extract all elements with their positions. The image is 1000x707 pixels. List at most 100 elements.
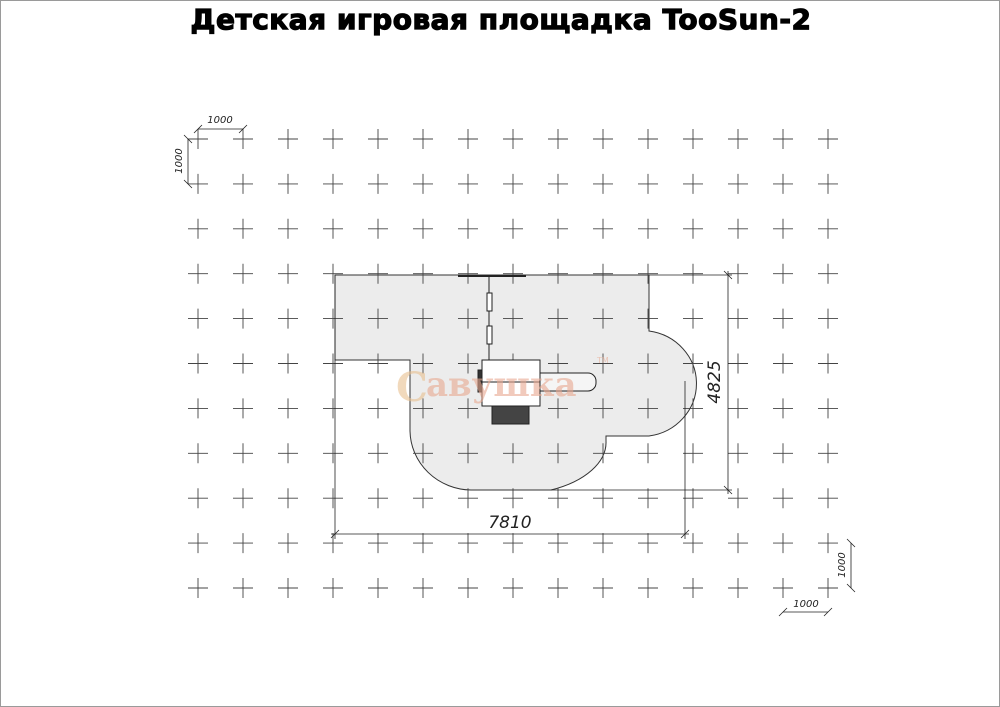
grid-cross [503,308,523,329]
grid-cross [728,488,748,509]
grid-cross [773,578,793,598]
grid-cross [413,129,433,149]
grid-cross [368,129,388,149]
grid-cross [593,173,613,194]
grid-cross [188,308,208,329]
grid-cross [593,308,613,329]
grid-cross [188,488,208,509]
ladder [491,405,530,425]
swing-seat [486,292,493,312]
grid-cross [683,398,703,419]
grid-cross [188,398,208,419]
watermark-tm: TM [596,356,609,365]
grid-cross [503,173,523,194]
grid-cross [818,488,838,509]
grid-cross [458,218,478,239]
grid-cross [188,173,208,194]
swing-seat [486,325,493,345]
tower [481,359,541,407]
grid-cross [323,443,343,464]
grid-cross [368,578,388,598]
grid-cross [233,533,253,554]
grid-cross [728,578,748,598]
grid-cross [413,488,433,509]
grid-cross [638,578,658,598]
grid-cross [548,308,568,329]
grid-cross [773,533,793,554]
grid-cross [233,129,253,149]
grid-cross [593,488,613,509]
grid-cross [233,308,253,329]
grid-cross [278,263,298,284]
grid-cross [683,443,703,464]
grid-cross [818,578,838,598]
grid-cross [773,218,793,239]
grid-cross [683,173,703,194]
scale-label-vertical: 1000 [174,148,185,173]
grid-cross [458,129,478,149]
grid-cross [368,308,388,329]
grid-cross [503,443,523,464]
grid-cross [413,218,433,239]
scale-label-horizontal: 1000 [207,115,232,126]
grid-cross [233,443,253,464]
scale-label-horizontal: 1000 [793,599,818,610]
grid-cross [188,218,208,239]
watermark-text: авушка [426,365,577,405]
grid-cross [413,398,433,419]
grid-cross [683,308,703,329]
grid-cross [728,218,748,239]
grid-cross [413,578,433,598]
grid-cross [278,398,298,419]
grid-cross [728,173,748,194]
climbing-wall [477,369,483,393]
grid-cross [773,443,793,464]
grid-cross [188,129,208,149]
width-dimension: 7810 [488,513,531,533]
grid-cross [683,129,703,149]
grid-cross [368,398,388,419]
grid-cross [368,173,388,194]
grid-cross [323,398,343,419]
grid-cross [503,578,523,598]
grid-cross [728,398,748,419]
grid-cross [458,443,478,464]
grid-cross [368,488,388,509]
grid-cross [278,578,298,598]
grid-cross [593,578,613,598]
grid-cross [728,353,748,374]
grid-cross [458,488,478,509]
grid-cross [278,308,298,329]
grid-cross [593,443,613,464]
grid-cross [323,173,343,194]
grid-cross [638,308,658,329]
grid-cross [593,218,613,239]
grid-cross [323,308,343,329]
grid-cross [458,173,478,194]
grid-cross [323,578,343,598]
grid-cross [233,578,253,598]
watermark-letter: С [396,364,428,411]
grid-cross [503,263,523,284]
grid-cross [638,398,658,419]
grid-cross [548,129,568,149]
grid-cross [548,218,568,239]
grid-cross [413,173,433,194]
grid-cross [503,533,523,554]
grid-cross [818,173,838,194]
grid-cross [188,533,208,554]
grid-cross [683,488,703,509]
grid-cross [593,533,613,554]
grid-cross [593,353,613,374]
grid-cross [323,263,343,284]
grid-cross [368,533,388,554]
grid-cross [323,353,343,374]
grid-cross [413,443,433,464]
grid-cross [818,218,838,239]
grid-cross [593,129,613,149]
grid-cross [728,443,748,464]
grid-cross [728,263,748,284]
grid-cross [233,353,253,374]
grid-cross [278,488,298,509]
grid-cross [458,263,478,284]
